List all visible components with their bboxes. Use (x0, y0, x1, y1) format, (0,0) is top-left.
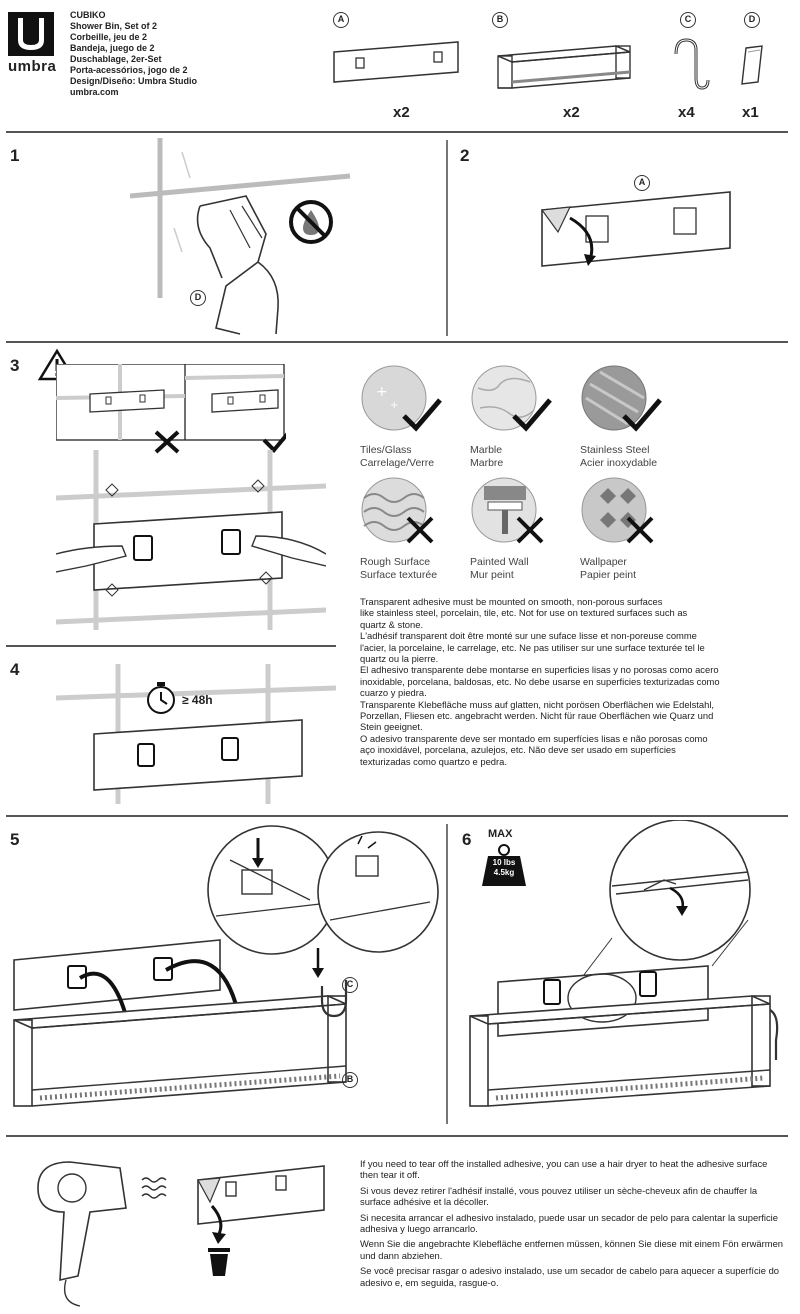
product-line: Corbeille, jeu de 2 (70, 32, 148, 42)
product-info: CUBIKO Shower Bin, Set of 2 Corbeille, j… (70, 10, 197, 98)
note-line: quartz ou la pierre. (360, 653, 439, 665)
product-line: Duschablage, 2er-Set (70, 54, 162, 64)
divider (446, 824, 448, 1124)
press-plate-illustration (56, 450, 326, 630)
note-paragraph: Si vous devez retirer l'adhésif installé… (360, 1184, 758, 1208)
brand-name: umbra (8, 58, 57, 75)
divider (446, 140, 448, 336)
umbra-u-icon (8, 12, 54, 56)
part-letter: A (634, 175, 650, 191)
s-hook-icon (674, 38, 710, 90)
weight-lbs: 10 lbs (492, 858, 516, 867)
cleaning-wipe-icon (741, 45, 763, 85)
surface-label-fr: Mur peint (470, 569, 514, 581)
part-letter: D (190, 290, 206, 306)
part-letter: C (680, 12, 696, 28)
adhesive-plate-icon (333, 41, 459, 83)
product-line: Bandeja, juego de 2 (70, 43, 155, 53)
surface-label-en: Wallpaper (580, 556, 627, 568)
step-number: 5 (10, 830, 20, 849)
product-title: CUBIKO (70, 10, 106, 20)
surface-label-fr: Acier inoxydable (580, 457, 658, 469)
hang-bin-illustration (13, 825, 439, 1107)
surface-label-en: Stainless Steel (580, 444, 650, 456)
surface-label-fr: Papier peint (580, 569, 637, 581)
product-line: Design/Diseño: Umbra Studio (70, 76, 198, 86)
note-paragraph: Se você precisar rasgar o adesivo instal… (360, 1265, 779, 1288)
painted-wall-icon (471, 477, 544, 544)
note-line: L'adhésif transparent doit être monté su… (360, 630, 697, 642)
wallpaper-icon (581, 477, 654, 544)
weight-limit: 10 lbs 4.5kg (488, 858, 520, 878)
shower-bin-icon (497, 45, 631, 89)
removal-note: If you need to tear off the installed ad… (360, 1158, 785, 1292)
part-letter: C (342, 977, 358, 993)
note-line: O adesivo transparente deve ser montado … (360, 732, 708, 744)
note-line: Transparente Klebefläche muss auf glatte… (360, 698, 715, 710)
note-line: like stainless steel, porcelain, tile, e… (360, 607, 688, 619)
step-number: 1 (10, 146, 20, 165)
wait-time: ≥ 48h (182, 693, 213, 707)
note-paragraph: Si necesita arrancar el adhesivo instala… (360, 1211, 778, 1235)
surface-label-en: Marble (470, 444, 503, 456)
surface-label-fr: Carrelage/Verre (360, 457, 435, 469)
surface-label-fr: Marbre (470, 457, 504, 469)
note-line: Transparent adhesive must be mounted on … (360, 596, 663, 607)
note-line: texturizadas como quartzo e pedra. (360, 755, 507, 767)
max-label: MAX (488, 828, 513, 840)
note-line: aço inoxidável, porcelana, azulejos, etc… (360, 744, 676, 756)
note-line: Porzellan, Fliesen etc. angebracht werde… (360, 710, 714, 722)
surface-label-en: Tiles/Glass (360, 444, 412, 456)
removal-illustration (37, 1161, 325, 1307)
surface-grid: + + Tiles/Glass Carrelage/Verre Marble M… (360, 364, 780, 586)
step-number: 3 (10, 356, 20, 375)
note-paragraph: If you need to tear off the installed ad… (360, 1158, 768, 1181)
part-letter: B (492, 12, 508, 28)
part-letter: B (342, 1072, 358, 1088)
surface-label-en: Painted Wall (470, 556, 529, 568)
product-line: Porta-acessórios, jogo de 2 (70, 65, 188, 75)
surface-label-fr: Surface texturée (360, 569, 438, 581)
svg-text:+: + (390, 400, 398, 411)
divider (6, 1135, 788, 1137)
note-line: quartz & stone. (360, 618, 424, 630)
divider (6, 131, 788, 133)
part-qty: x2 (563, 104, 580, 121)
peel-backing-illustration (540, 191, 731, 267)
stainless-steel-icon (581, 365, 662, 432)
divider (6, 815, 788, 817)
note-line: cuarzo y piedra. (360, 687, 427, 699)
marble-icon (471, 365, 552, 432)
note-line: Stein geeignet. (360, 721, 423, 733)
wipe-surface-illustration (130, 138, 351, 335)
weight-kg: 4.5kg (493, 868, 515, 877)
part-qty: x4 (678, 104, 695, 121)
cure-wait-illustration (56, 664, 336, 804)
surface-label-en: Rough Surface (360, 556, 431, 568)
tiles-glass-icon: + + (361, 365, 442, 432)
installed-bin-illustration (469, 820, 779, 1107)
product-line: Shower Bin, Set of 2 (70, 21, 158, 31)
divider (6, 645, 336, 647)
note-line: El adhesivo transparente debe montarse e… (360, 664, 719, 676)
placement-compare-illustration (56, 364, 286, 454)
rough-surface-icon (361, 477, 434, 544)
adhesive-note: Transparent adhesive must be mounted on … (360, 596, 780, 767)
no-water-icon (289, 200, 333, 244)
svg-text:+: + (376, 384, 388, 400)
step-number: 4 (10, 660, 20, 679)
part-qty: x1 (742, 104, 759, 121)
part-letter: A (333, 12, 349, 28)
step-number: 6 (462, 830, 472, 849)
note-line: l'acier, la porcelaine, le carrelage, et… (360, 641, 705, 653)
part-letter: D (744, 12, 760, 28)
note-paragraph: Wenn Sie die angebrachte Klebefläche ent… (360, 1238, 783, 1261)
divider (6, 341, 788, 343)
brand-logo: umbra (8, 12, 57, 80)
product-line: umbra.com (70, 87, 119, 97)
step-number: 2 (460, 146, 470, 165)
note-line: inoxidable, porcelana, baldosas, etc. No… (360, 675, 720, 687)
part-qty: x2 (393, 104, 410, 121)
weight-icon (482, 844, 526, 886)
